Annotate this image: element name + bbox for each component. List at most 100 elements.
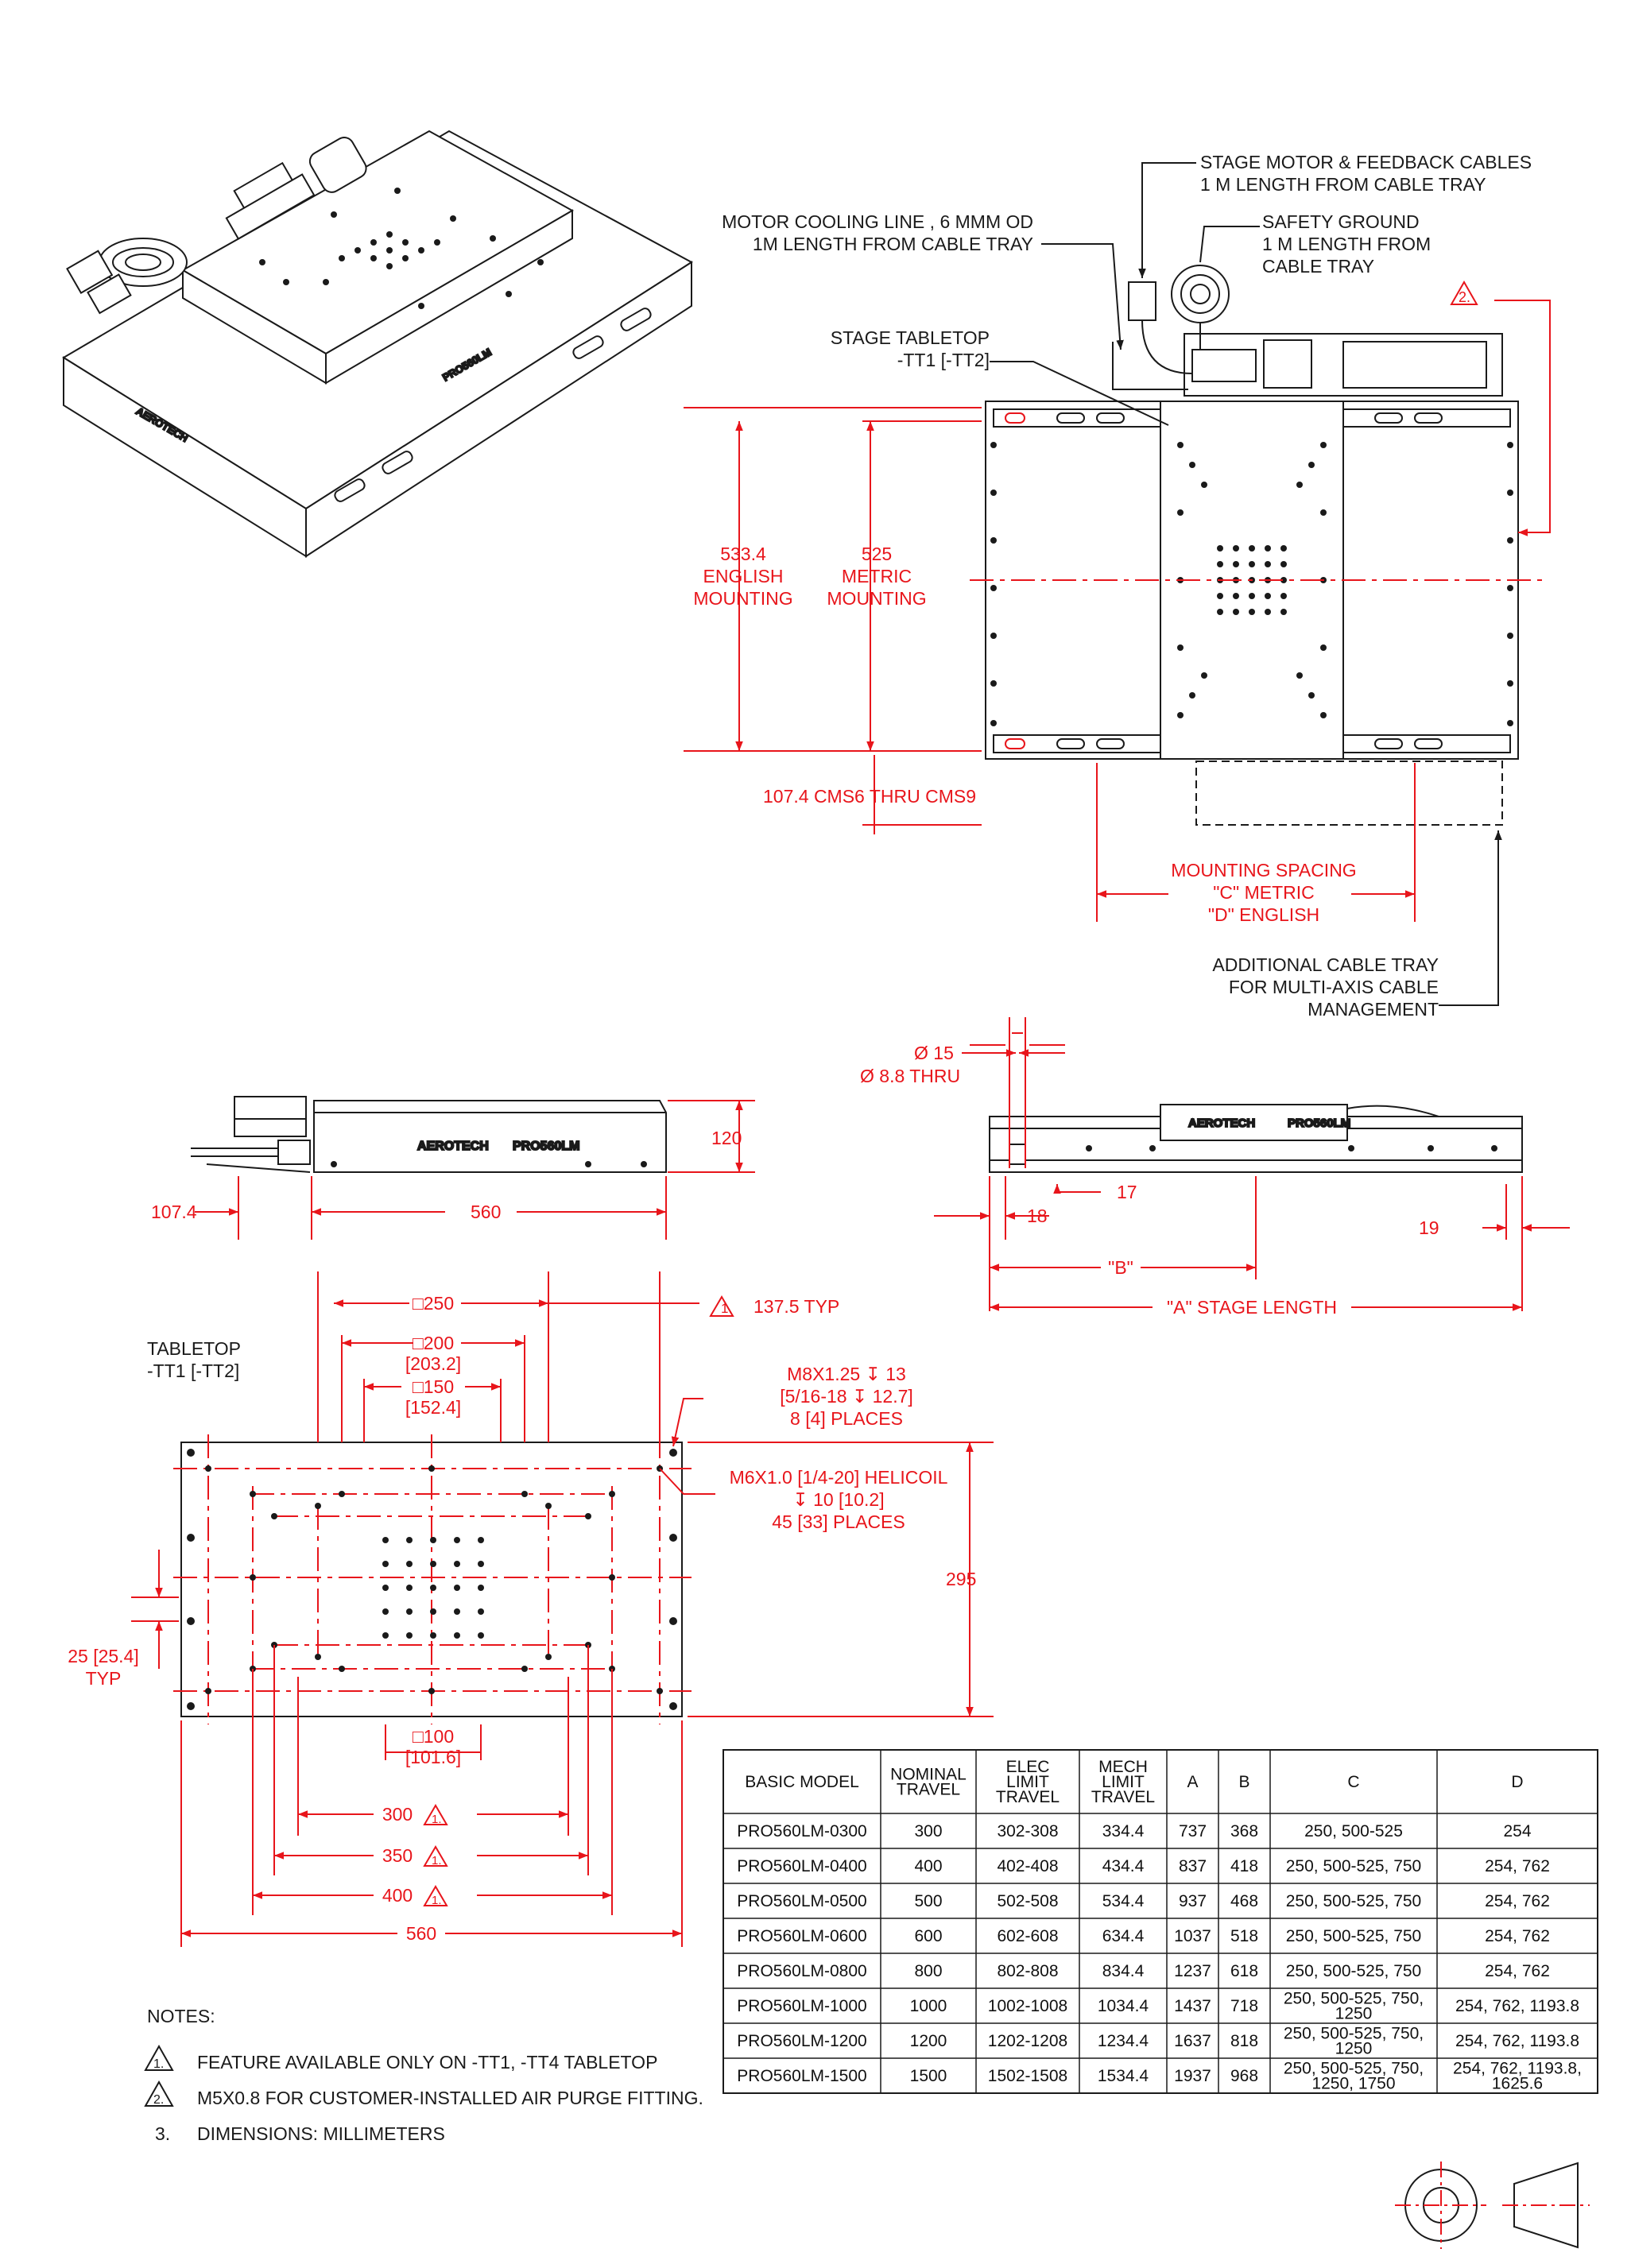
- svg-text:8 [4] PLACES: 8 [4] PLACES: [790, 1408, 903, 1429]
- table-cell: 250, 500-525, 750: [1286, 1962, 1421, 1980]
- iso-hole-pattern: [259, 188, 544, 309]
- svg-text:[101.6]: [101.6]: [405, 1747, 461, 1767]
- table-cell: 1237: [1174, 1962, 1211, 1980]
- callout-addl-tray-3: MANAGEMENT: [1308, 999, 1439, 1020]
- table-header-cell: TRAVEL: [996, 1788, 1060, 1806]
- table-cell: 254, 762, 1193.8,: [1453, 2060, 1582, 2078]
- svg-text:"C" METRIC: "C" METRIC: [1213, 882, 1315, 903]
- table-cell: PRO560LM-1200: [737, 2032, 866, 2050]
- svg-text:MOUNTING: MOUNTING: [827, 588, 926, 609]
- table-cell: 534.4: [1102, 1892, 1145, 1910]
- table-cell: 1534.4: [1098, 2067, 1149, 2085]
- table-cell: 518: [1230, 1927, 1258, 1945]
- table-cell: 250, 500-525, 750: [1286, 1927, 1421, 1945]
- table-cell: 254, 762, 1193.8: [1455, 1997, 1579, 2015]
- table-cell: 254: [1503, 1822, 1531, 1840]
- table-cell: 300: [914, 1822, 942, 1840]
- table-cell: 1200: [910, 2032, 947, 2050]
- svg-text:25 [25.4]: 25 [25.4]: [68, 1646, 139, 1666]
- table-cell: 334.4: [1102, 1822, 1145, 1840]
- table-cell: 400: [914, 1857, 942, 1875]
- callout-ground-1: SAFETY GROUND: [1262, 211, 1420, 232]
- svg-text:560: 560: [471, 1202, 501, 1222]
- table-cell: PRO560LM-1500: [737, 2067, 866, 2085]
- table-cell: 1637: [1174, 2032, 1211, 2050]
- table-cell: 1625.6: [1492, 2075, 1543, 2093]
- table-cell: 634.4: [1102, 1927, 1145, 1945]
- tabletop-label-2: -TT1 [-TT2]: [147, 1360, 239, 1381]
- table-cell: PRO560LM-0600: [737, 1927, 866, 1945]
- table-cell: 718: [1230, 1997, 1258, 2015]
- tabletop-holes: [187, 1449, 677, 1710]
- svg-text:"D" ENGLISH: "D" ENGLISH: [1208, 904, 1319, 925]
- callout-cooling-1: MOTOR COOLING LINE , 6 MMM OD: [722, 211, 1033, 232]
- tabletop-holes: [990, 442, 1513, 726]
- tabletop-dimensions: [131, 1271, 994, 1947]
- table-cell: 1002-1008: [988, 1997, 1067, 2015]
- table-cell: 418: [1230, 1857, 1258, 1875]
- callout-cooling-2: 1M LENGTH FROM CABLE TRAY: [753, 234, 1033, 254]
- tabletop-label-1: TABLETOP: [147, 1338, 241, 1359]
- table-cell: 250, 500-525, 750,: [1284, 2060, 1424, 2078]
- svg-text:TYP: TYP: [86, 1668, 122, 1689]
- table-cell: 254, 762: [1485, 1927, 1550, 1945]
- table-cell: PRO560LM-0400: [737, 1857, 866, 1875]
- svg-text:295: 295: [946, 1569, 976, 1589]
- svg-text:137.5 TYP: 137.5 TYP: [754, 1296, 839, 1317]
- table-cell: 1502-1508: [988, 2067, 1067, 2085]
- svg-text:400: 400: [382, 1885, 413, 1906]
- svg-text:MOUNTING: MOUNTING: [693, 588, 792, 609]
- callout-motor-cables-2: 1 M LENGTH FROM CABLE TRAY: [1200, 174, 1486, 195]
- front-view: AEROTECH PRO560LM: [989, 1104, 1523, 1173]
- callout-tabletop-2: -TT1 [-TT2]: [897, 350, 990, 370]
- svg-text:107.4: 107.4: [151, 1202, 197, 1222]
- table-header-cell: NOMINAL: [890, 1766, 967, 1784]
- table-header-cell: BASIC MODEL: [745, 1773, 859, 1791]
- top-view: [970, 265, 1542, 826]
- svg-text:[152.4]: [152.4]: [405, 1397, 461, 1418]
- svg-text:[5/16-18 ↧ 12.7]: [5/16-18 ↧ 12.7]: [780, 1386, 913, 1407]
- svg-text:560: 560: [406, 1923, 436, 1944]
- table-cell: 800: [914, 1962, 942, 1980]
- table-cell: 937: [1179, 1892, 1207, 1910]
- svg-text:METRIC: METRIC: [842, 566, 912, 586]
- note-2-marker: 2.: [1450, 280, 1478, 305]
- table-cell: 618: [1230, 1962, 1258, 1980]
- table-cell: 254, 762, 1193.8: [1455, 2032, 1579, 2050]
- table-cell: 1034.4: [1098, 1997, 1149, 2015]
- svg-text:MOUNTING SPACING: MOUNTING SPACING: [1171, 860, 1356, 880]
- svg-text:107.4 CMS6 THRU CMS9: 107.4 CMS6 THRU CMS9: [763, 786, 976, 807]
- table-cell: 250, 500-525: [1304, 1822, 1403, 1840]
- note-3-text: DIMENSIONS: MILLIMETERS: [197, 2123, 445, 2144]
- table-cell: 254, 762: [1485, 1857, 1550, 1875]
- svg-text:M6X1.0 [1/4-20] HELICOIL: M6X1.0 [1/4-20] HELICOIL: [730, 1467, 948, 1488]
- table-cell: 1234.4: [1098, 2032, 1149, 2050]
- note-1-markers: [423, 1295, 734, 1906]
- table-cell: 1250: [1335, 2040, 1373, 2058]
- table-cell: 1250, 1750: [1311, 2075, 1395, 2093]
- table-cell: 737: [1179, 1822, 1207, 1840]
- svg-text:□200: □200: [413, 1333, 454, 1353]
- table-header-cell: D: [1511, 1773, 1523, 1791]
- svg-text:17: 17: [1117, 1182, 1137, 1202]
- table-header-cell: A: [1187, 1773, 1198, 1791]
- side-logo-model: PRO560LM: [513, 1140, 579, 1153]
- svg-text:525: 525: [862, 544, 892, 564]
- table-cell: 818: [1230, 2032, 1258, 2050]
- table-cell: 834.4: [1102, 1962, 1145, 1980]
- table-cell: 1500: [910, 2067, 947, 2085]
- table-cell: 1250: [1335, 2005, 1373, 2023]
- table-cell: 1202-1208: [988, 2032, 1067, 2050]
- additional-cable-tray: [1195, 761, 1503, 826]
- callout-ground-2: 1 M LENGTH FROM: [1262, 234, 1431, 254]
- svg-text:□150: □150: [413, 1376, 454, 1397]
- table-cell: 250, 500-525, 750,: [1284, 2025, 1424, 2043]
- table-cell: PRO560LM-0300: [737, 1822, 866, 1840]
- side-view-dimensions: [195, 1100, 755, 1240]
- svg-text:533.4: 533.4: [720, 544, 766, 564]
- svg-text:2.: 2.: [1459, 289, 1470, 305]
- table-cell: PRO560LM-0800: [737, 1962, 866, 1980]
- table-header-cell: B: [1238, 1773, 1249, 1791]
- table-cell: 1937: [1174, 2067, 1211, 2085]
- table-cell: 600: [914, 1927, 942, 1945]
